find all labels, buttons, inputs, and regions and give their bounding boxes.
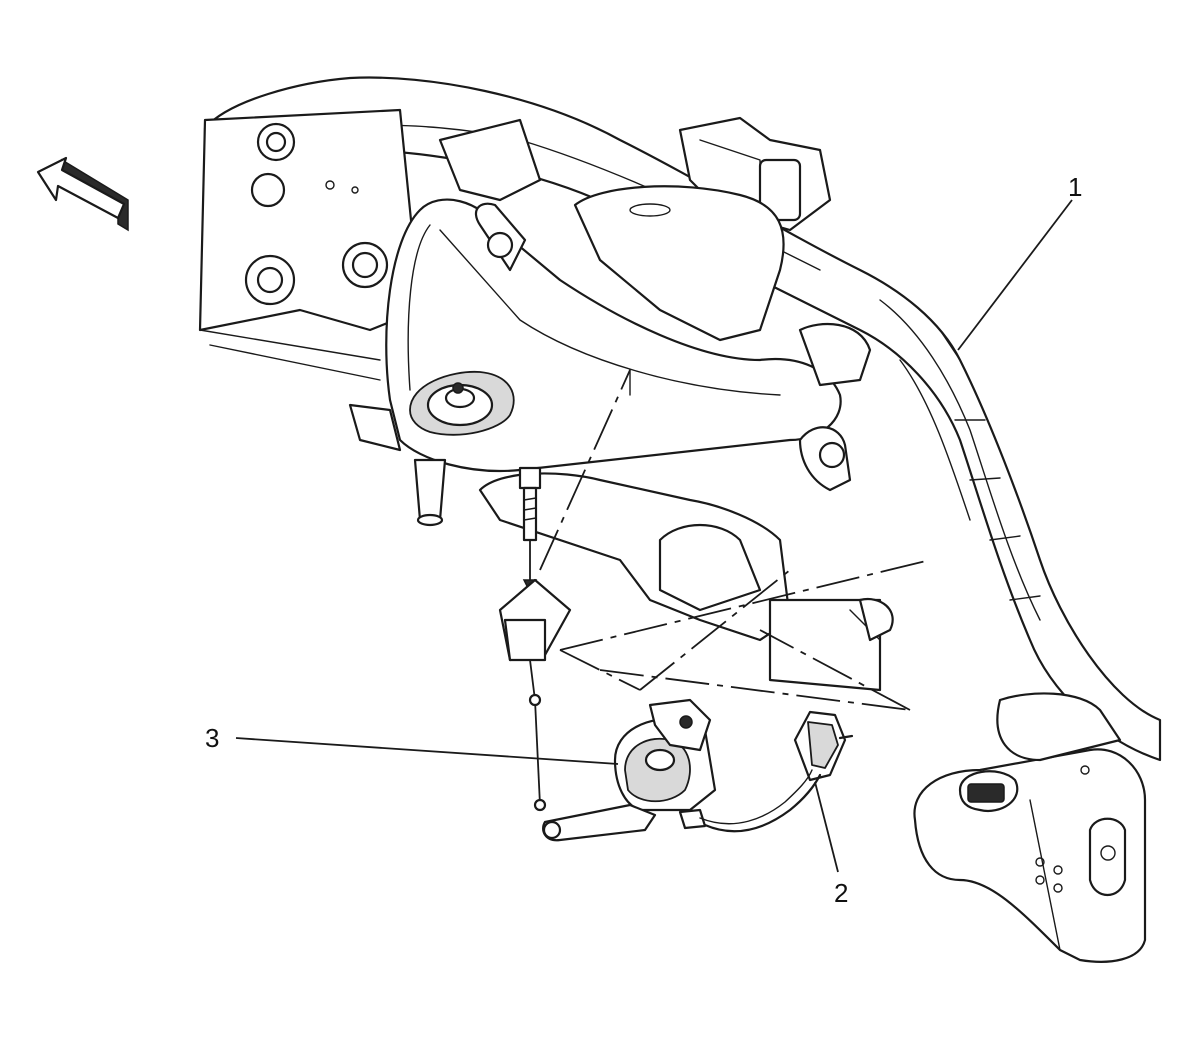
mounting-reference-lines [539, 369, 931, 711]
callout-2-label: 2 [834, 878, 848, 908]
sensor-bolt [518, 466, 542, 594]
callout-1-leader [957, 199, 1073, 351]
front-direction-arrow-icon [36, 156, 129, 232]
callout-3-label: 3 [205, 723, 219, 753]
frame-horn [913, 692, 1147, 963]
crossmember [198, 108, 422, 381]
upper-control-arm [348, 118, 872, 527]
sensor-link-bracket [498, 578, 572, 812]
callout-1-label: 1 [1068, 172, 1082, 202]
lower-frame-section [478, 472, 894, 692]
harness-connector [699, 710, 854, 833]
callout-3-leader [235, 737, 619, 765]
height-sensor [542, 698, 717, 842]
callout-2-leader [814, 781, 839, 873]
